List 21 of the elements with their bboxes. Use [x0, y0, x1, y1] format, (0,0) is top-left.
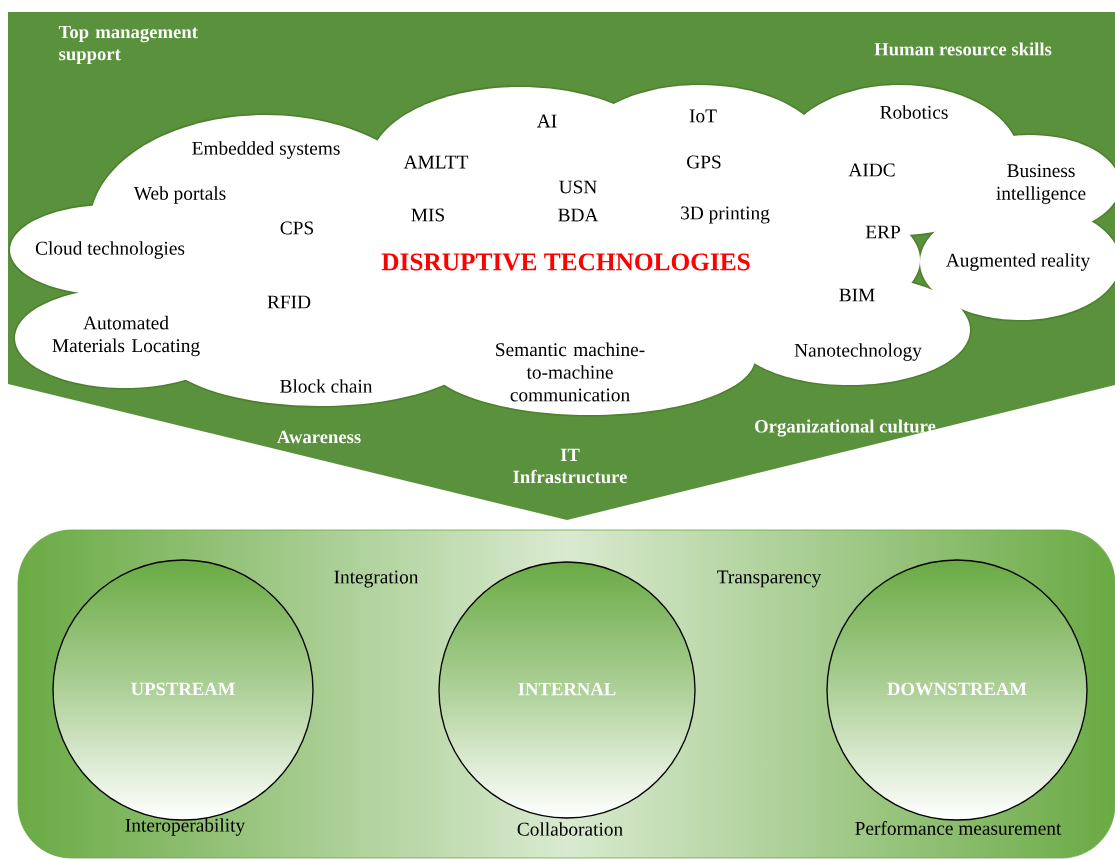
factor-label: Top management support — [58, 25, 198, 65]
factor-label: Human resource skills — [874, 42, 1052, 56]
technology-label: Cloud technologies — [35, 241, 185, 259]
benefit-label: Collaboration — [517, 822, 623, 836]
factor-label: Awareness — [277, 430, 361, 444]
technology-label: Robotics — [880, 105, 948, 119]
circle-label: INTERNAL — [518, 682, 616, 696]
factor-label: IT Infrastructure — [513, 448, 627, 484]
benefit-label: Integration — [334, 570, 419, 588]
technology-label: Automated Materials Locating — [52, 315, 200, 357]
technology-label: Augmented reality — [946, 253, 1091, 271]
technology-label: AI — [537, 114, 557, 128]
technology-label: IoT — [689, 109, 717, 123]
circle-label: DOWNSTREAM — [887, 682, 1027, 696]
technology-label: Block chain — [280, 379, 373, 393]
benefit-label: Performance measurement — [855, 821, 1062, 835]
technology-label: Business intelligence — [996, 164, 1086, 204]
benefit-label: Interoperability — [125, 818, 246, 836]
circle-label: UPSTREAM — [131, 682, 235, 696]
benefit-label: Transparency — [717, 570, 822, 588]
factor-label: Organizational culture — [755, 419, 936, 437]
